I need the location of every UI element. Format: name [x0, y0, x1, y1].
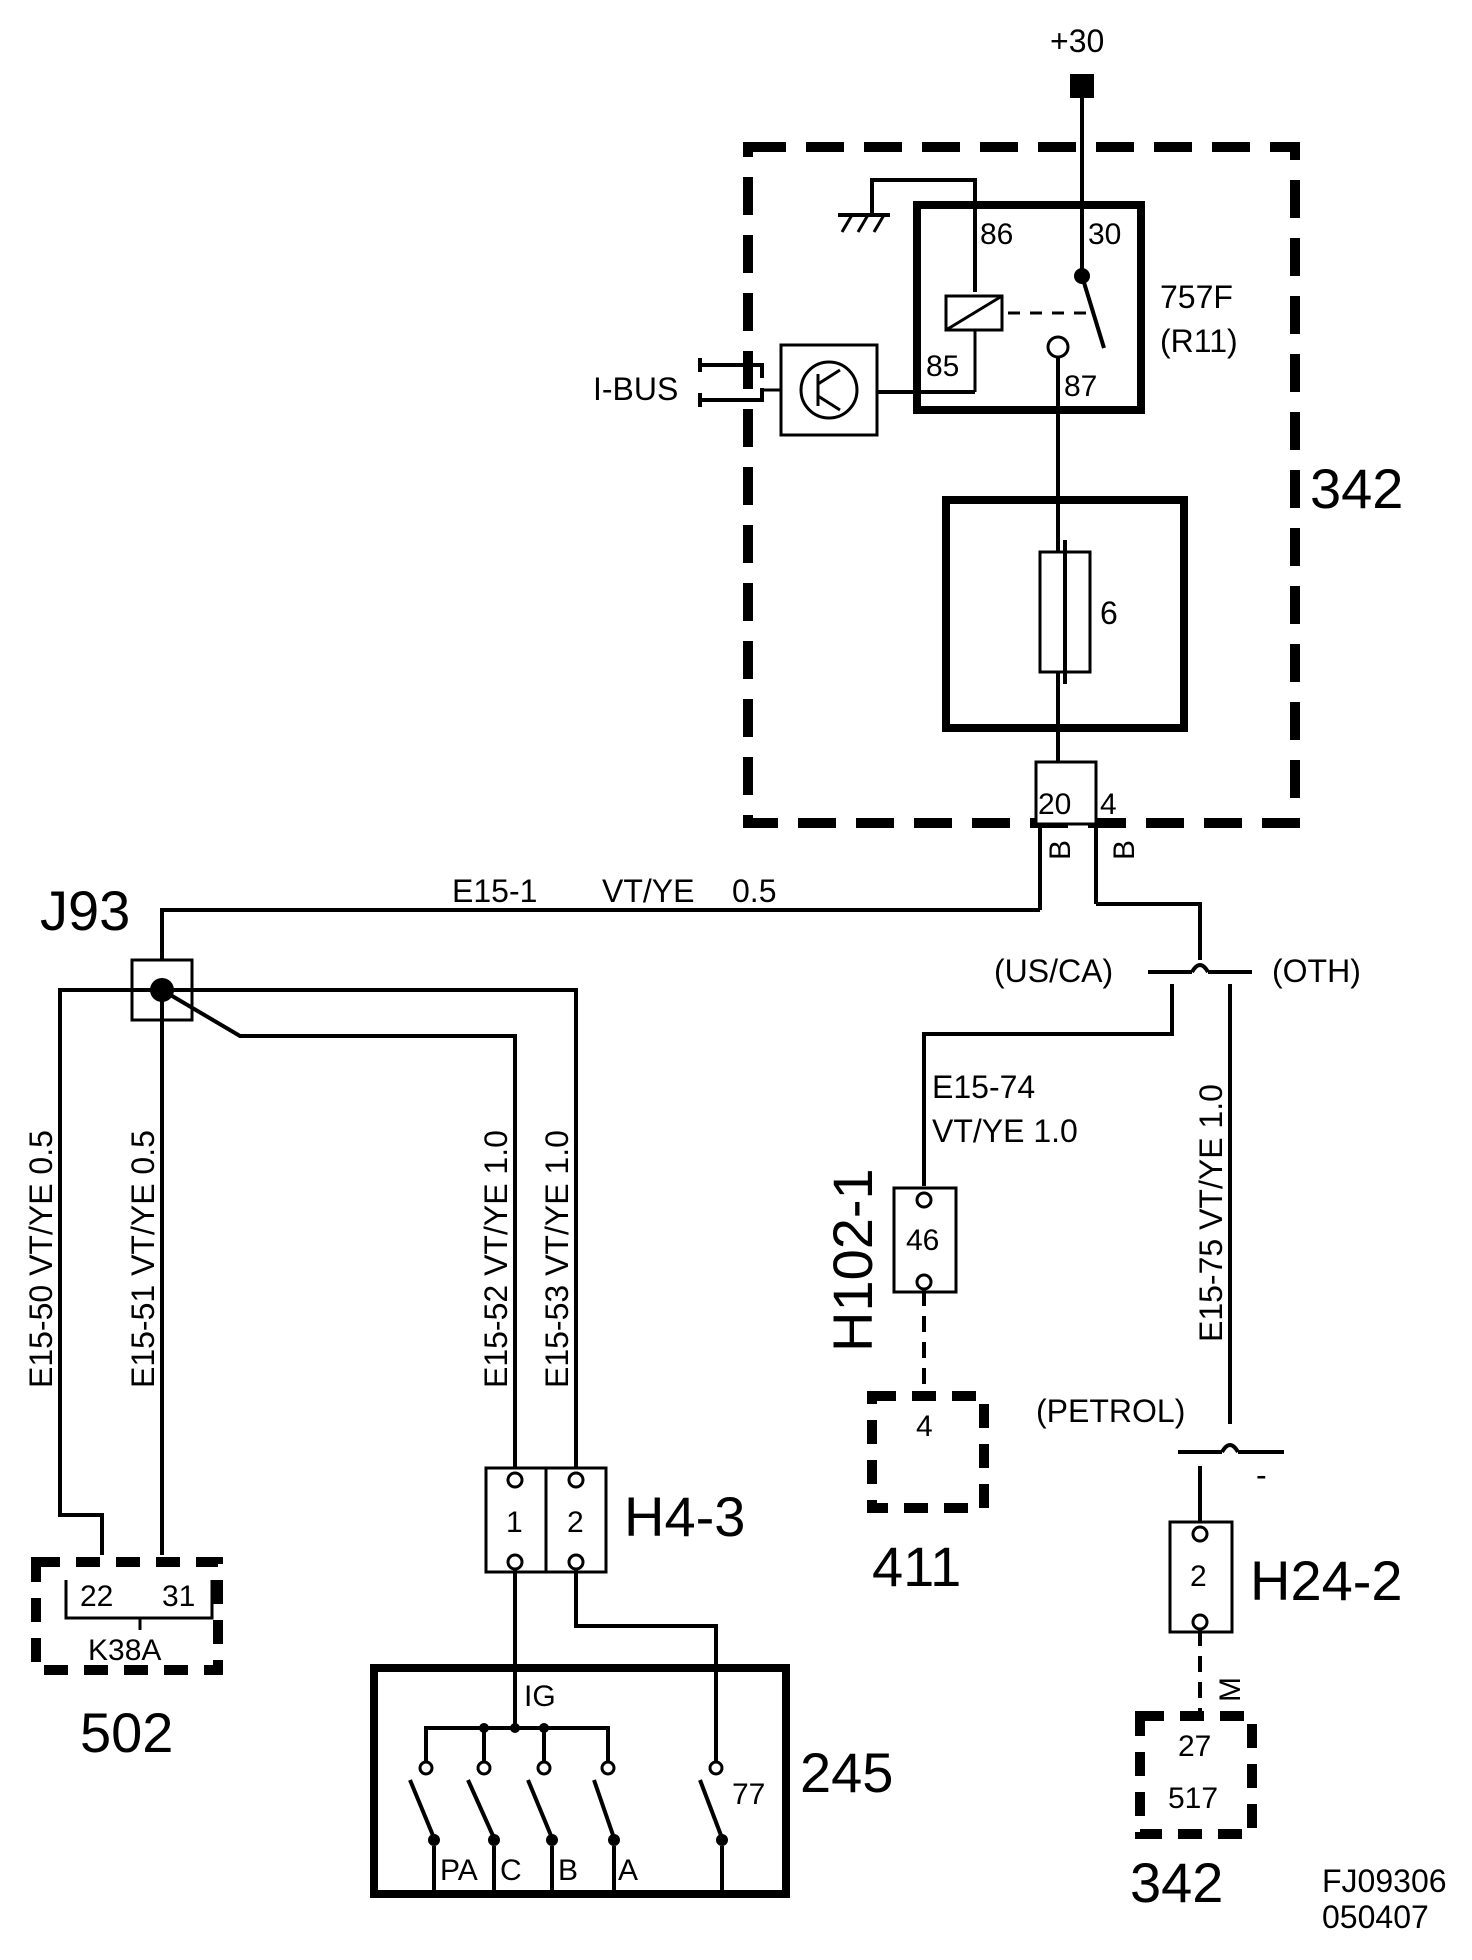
wire-e15-74-color-size: VT/YE 1.0	[932, 1113, 1078, 1149]
fuse-number: 6	[1100, 595, 1118, 631]
module-517-name: 517	[1168, 1782, 1218, 1815]
component-245-label: 245	[800, 1741, 893, 1804]
connector-pin-20: 20	[1038, 788, 1071, 821]
ignition-switch-245-box	[370, 1664, 790, 1898]
k38a-pin-31: 31	[162, 1580, 195, 1613]
wire-e15-75-label: E15-75 VT/YE 1.0	[1193, 1084, 1229, 1342]
wire-e15-52	[160, 988, 517, 1470]
relay-name: 757F	[1160, 279, 1233, 315]
switch-contact-77	[698, 1760, 728, 1894]
h4-3-label: H4-3	[624, 1485, 745, 1548]
relay-contact-87	[1046, 335, 1070, 359]
wire-e15-53-label: E15-53 VT/YE 1.0	[539, 1130, 575, 1388]
module-517-boundary	[1135, 1711, 1257, 1839]
module-342-label: 342	[1310, 457, 1403, 520]
h24-2-label: H24-2	[1250, 1549, 1403, 1612]
switch-contact-pa	[408, 1760, 440, 1894]
module-517-pin: 27	[1178, 1730, 1211, 1763]
module-411-label: 411	[872, 1535, 961, 1598]
switch-pos-a: A	[618, 1854, 638, 1887]
connector-code-20: B	[1044, 840, 1077, 860]
supply-terminal	[1070, 74, 1094, 98]
wire-e15-53	[162, 988, 578, 1470]
h4-3-pin-2: 2	[567, 1506, 584, 1539]
module-342-bottom-label: 342	[1130, 1851, 1223, 1914]
variant-oth: (OTH)	[1272, 953, 1361, 989]
transistor-icon	[799, 360, 859, 420]
wire-e15-1-color: VT/YE	[602, 873, 694, 909]
switch-contact-a	[592, 1760, 620, 1894]
relay-86-ground-wire	[870, 178, 977, 292]
relay-pin-85: 85	[926, 350, 959, 383]
component-502-label: 502	[80, 1701, 173, 1764]
h102-1-pin: 46	[906, 1224, 939, 1257]
wire-e15-1-id: E15-1	[452, 873, 537, 909]
switch-pos-b: B	[558, 1854, 578, 1887]
k38a-pin-22: 22	[80, 1580, 113, 1613]
module-342-boundary	[743, 142, 1300, 828]
relay-pin-86: 86	[980, 218, 1013, 251]
drawing-date: 050407	[1322, 1899, 1429, 1935]
ibus-label: I-BUS	[593, 371, 678, 407]
connector-b	[1034, 760, 1098, 826]
switch-pos-c: C	[500, 1854, 522, 1887]
wire-e15-50	[58, 988, 162, 1555]
variant-petrol: (PETROL)	[1036, 1393, 1185, 1429]
variant-us-ca: (US/CA)	[994, 953, 1113, 989]
relay-757f-box	[913, 201, 1145, 414]
variant-dash: -	[1256, 1457, 1267, 1493]
component-502-boundary	[31, 1557, 223, 1675]
splice-j93-label: J93	[40, 879, 130, 942]
h24-2-pin: 2	[1190, 1560, 1207, 1593]
wire-e15-1-size: 0.5	[732, 873, 776, 909]
h24-2-code: M	[1214, 1677, 1247, 1702]
relay-contact-arm	[1080, 275, 1106, 349]
wire-e15-50-label: E15-50 VT/YE 0.5	[23, 1130, 59, 1388]
switch-ig-label: IG	[524, 1680, 556, 1713]
relay-pin-30: 30	[1088, 218, 1121, 251]
wire-e15-1	[160, 908, 1040, 965]
h4-3-pin-1: 1	[506, 1506, 523, 1539]
drawing-number: FJ09306	[1322, 1863, 1447, 1899]
connector-pin-4: 4	[1100, 788, 1117, 821]
transistor-box	[779, 343, 879, 437]
wire-e15-74	[922, 984, 1174, 1186]
h102-1-label: H102-1	[821, 1168, 884, 1352]
wire-e15-74-id: E15-74	[932, 1069, 1035, 1105]
connector-code-4: B	[1108, 840, 1141, 860]
relay-pin-87: 87	[1064, 370, 1097, 403]
wire-e15-52-label: E15-52 VT/YE 1.0	[478, 1130, 514, 1388]
k38a-name: K38A	[88, 1634, 161, 1667]
switch-pin-77: 77	[732, 1778, 765, 1811]
switch-pos-pa: PA	[440, 1854, 478, 1887]
relay-position: (R11)	[1160, 323, 1238, 359]
wire-e15-51-label: E15-51 VT/YE 0.5	[125, 1130, 161, 1388]
switch-contact-c	[466, 1760, 500, 1894]
supply-label: +30	[1050, 23, 1104, 59]
module-411-pin: 4	[916, 1410, 933, 1443]
fuse-box	[942, 496, 1188, 732]
module-411-boundary	[867, 1391, 989, 1513]
switch-contact-b	[526, 1760, 558, 1894]
